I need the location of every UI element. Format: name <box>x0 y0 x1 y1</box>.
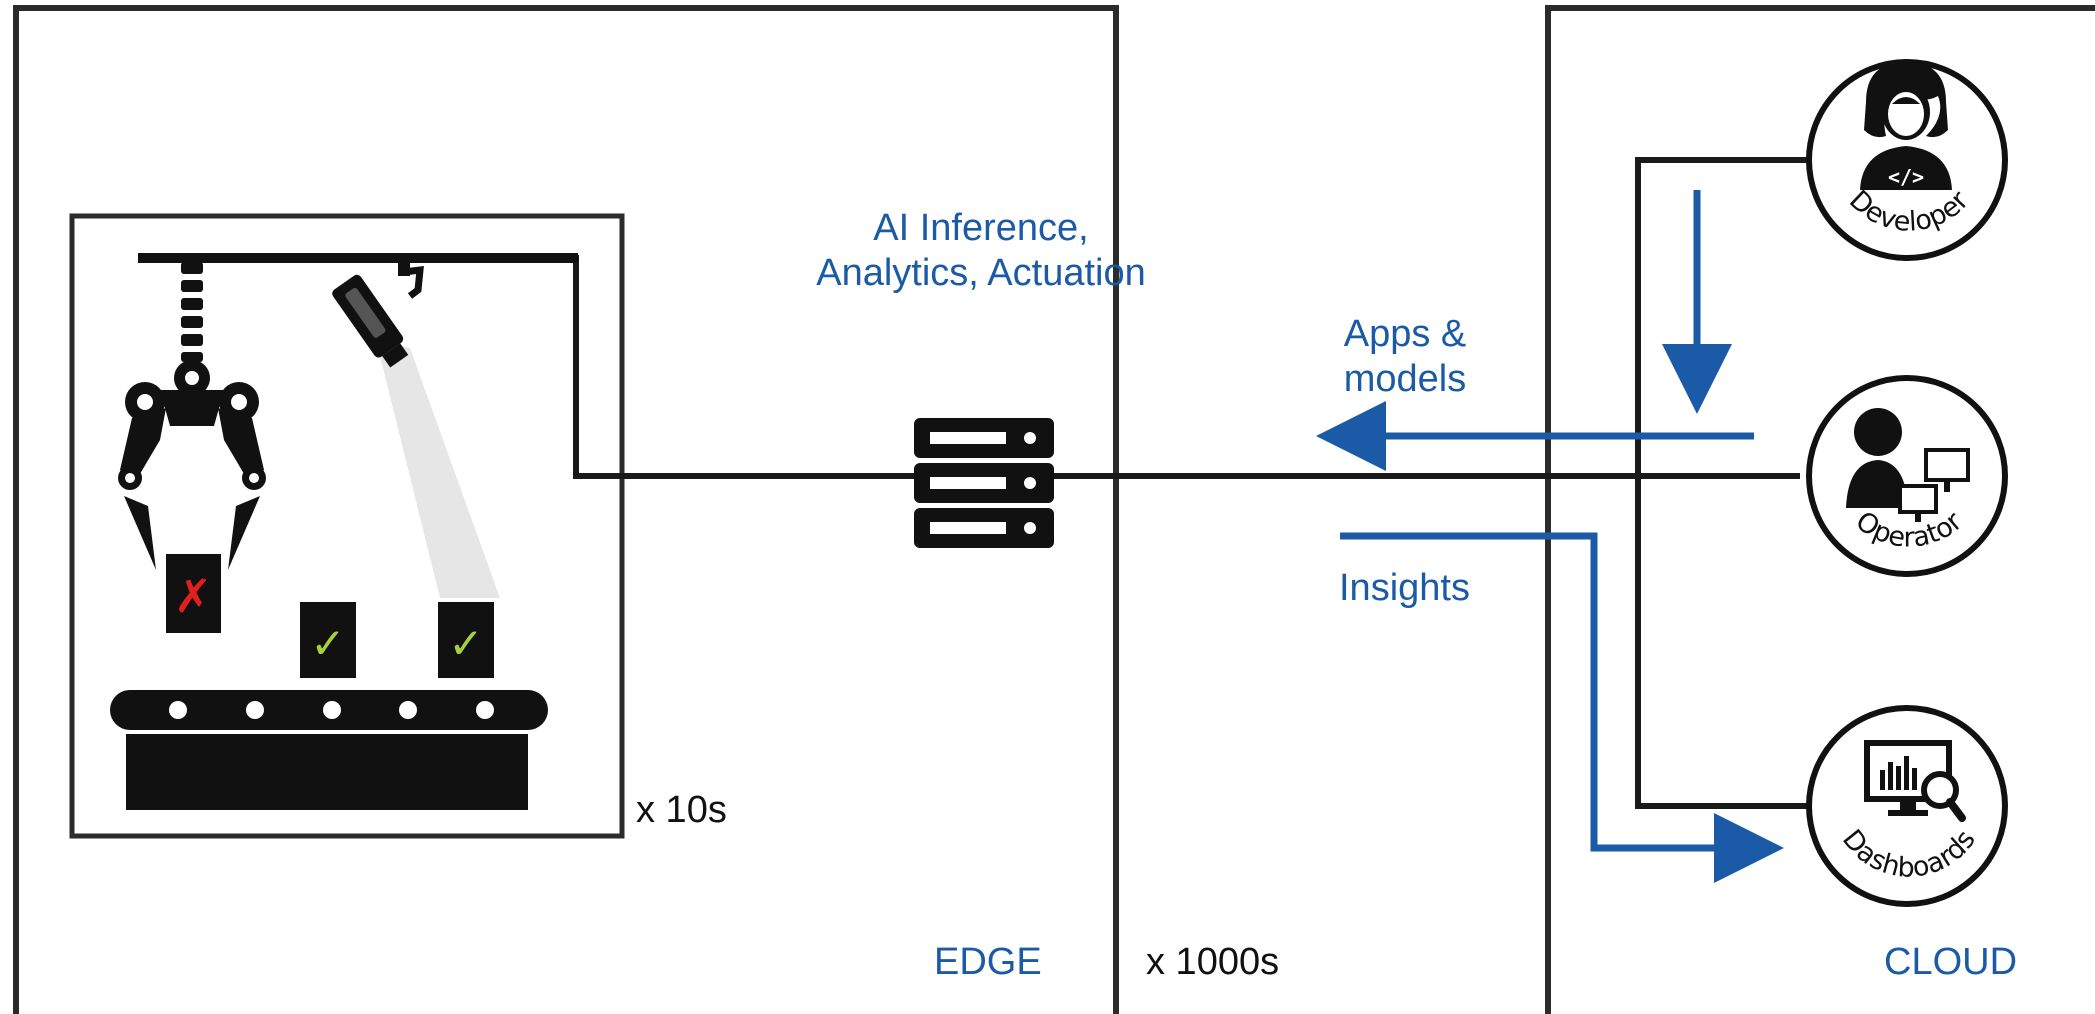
developer-icon: </> <box>1860 62 1952 190</box>
factory-count-label: x 10s <box>636 789 727 831</box>
factory-box <box>69 213 625 839</box>
cloud-bus-line <box>1635 157 1812 809</box>
insights-label: Insights <box>1339 567 1470 609</box>
edge-count-label: x 1000s <box>1146 941 1280 983</box>
operator-icon <box>1846 408 1970 522</box>
passed-item <box>300 602 356 678</box>
rejected-item <box>166 554 221 633</box>
ai-inference-line1: AI Inference, <box>873 207 1089 249</box>
passed-item <box>438 602 494 678</box>
insights-arrow <box>1340 532 1784 883</box>
operator-node: Operator <box>1806 375 2008 577</box>
pass-mark: ✓ <box>310 619 345 668</box>
overhead-rail <box>138 253 578 263</box>
pass-mark: ✓ <box>448 619 483 668</box>
ai-inference-line2: Analytics, Actuation <box>816 251 1146 294</box>
apps-models-label: Apps & models <box>1330 312 1480 402</box>
svg-text:</>: </> <box>1888 165 1924 189</box>
edge-boundary <box>13 5 1119 1014</box>
camera-icon <box>332 256 500 598</box>
cloud-boundary <box>1545 5 2095 1014</box>
ai-inference-label: AI Inference, Analytics, Actuation <box>806 206 1156 296</box>
conveyor-belt-icon <box>110 690 548 810</box>
edge-server-icon <box>914 418 1054 548</box>
dashboards-icon <box>1864 740 1966 822</box>
robot-gripper-icon <box>118 262 266 570</box>
cloud-label: CLOUD <box>1884 941 2018 983</box>
developer-node: </> Developer <box>1806 59 2008 261</box>
edge-label: EDGE <box>934 941 1042 983</box>
reject-mark: ✗ <box>174 569 213 623</box>
apps-models-line2: models <box>1343 357 1467 400</box>
dashboards-node: Dashboards <box>1806 705 2008 907</box>
apps-models-line1: Apps & <box>1343 313 1467 355</box>
